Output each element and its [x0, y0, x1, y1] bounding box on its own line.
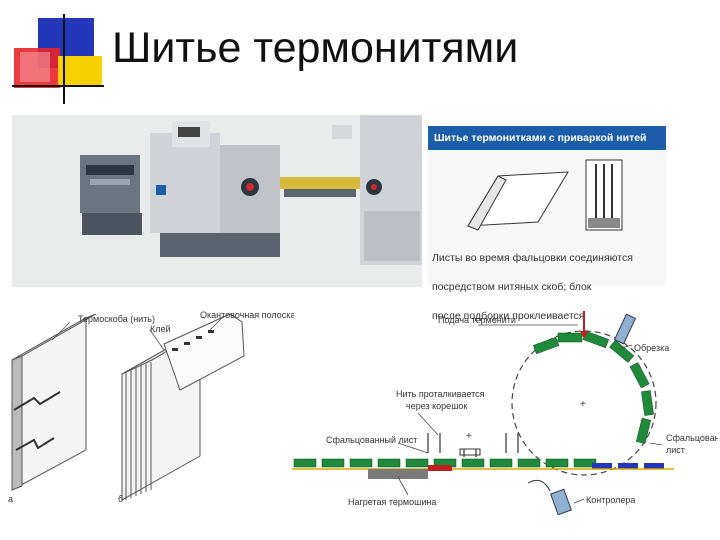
info-panel-header: Шитье термонитками с приваркой нитей [428, 126, 666, 150]
label-folded-sheet-right-line2: лист [666, 445, 685, 455]
label-plus: + [466, 431, 472, 442]
label-pushed-through-line2: через корешок [406, 401, 467, 411]
label-trim: Обрезка [634, 343, 669, 353]
label-a: а [8, 494, 13, 504]
caption-line: Листы во время фальцовки соединяются [432, 251, 633, 264]
label-control: Контролера [586, 495, 635, 505]
block-a [11, 313, 97, 491]
slide-title: Шитье термонитями [112, 24, 519, 72]
label-pushed-through: Нить проталкивается через корешок [396, 389, 487, 411]
label-b: б [118, 494, 123, 504]
label-folded-sheet-left: Сфальцованный лист [326, 435, 417, 445]
block-b [121, 313, 245, 501]
svg-text:+: + [580, 399, 586, 410]
label-folded-sheet-right: Сфальцованный лист [666, 433, 718, 455]
label-heated-bar: Нагретая термошина [348, 497, 436, 507]
slide-logo-graphic [12, 14, 104, 104]
label-thread-feed: Подача термонити [438, 315, 516, 325]
book-block-diagram: Термоскоба (нить) Клей Окантовочная поло… [8, 310, 294, 504]
label-pushed-through-line1: Нить проталкивается [396, 389, 485, 399]
label-thermo-staple: Термоскоба (нить) [78, 314, 155, 324]
stitching-process-diagram: + [292, 311, 718, 516]
caption-line: после подборки проклеивается [432, 309, 585, 322]
label-glue: Клей [150, 324, 171, 334]
label-folded-sheet-right-line1: Сфальцованный [666, 433, 718, 443]
machine-photo [12, 115, 422, 287]
label-edging-strip: Окантовочная полоска [200, 310, 294, 320]
info-panel: Шитье термонитками с приваркой нитей Лис… [428, 126, 666, 322]
caption-line: посредством нитяных скоб; блок [432, 280, 592, 293]
info-panel-caption: Листы во время фальцовки соединяются пос… [432, 236, 664, 338]
folded-sheet-figure [467, 159, 623, 231]
